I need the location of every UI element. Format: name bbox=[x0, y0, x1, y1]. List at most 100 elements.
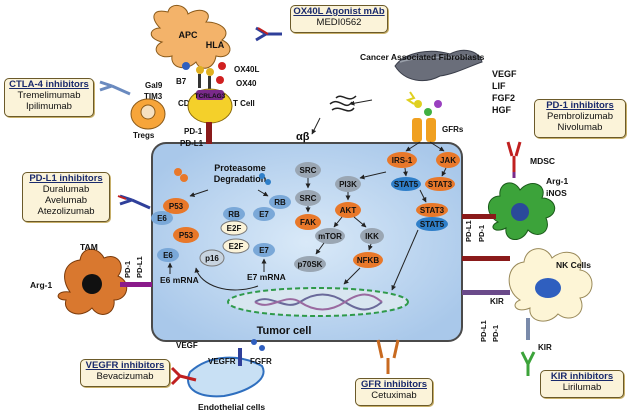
mdsc-pdl1-label: PD-L1 bbox=[464, 220, 473, 242]
stat5-dimer bbox=[416, 217, 448, 231]
stat3-label: STAT3 bbox=[428, 180, 453, 189]
arrow-stat5-dimer bbox=[419, 189, 427, 203]
tregs-label: Tregs bbox=[133, 131, 155, 140]
pdl1-box-item-1: Avelumab bbox=[44, 195, 88, 206]
gfr-box-heading: GFR inhibitors bbox=[361, 379, 427, 390]
proteasome-label-2: Degradation bbox=[214, 174, 267, 184]
mdsc-arg1-label: Arg-1 bbox=[546, 176, 568, 186]
e2f-label: E2F bbox=[227, 224, 242, 233]
src-node bbox=[295, 162, 321, 178]
tam-arg1-label: Arg-1 bbox=[30, 280, 52, 290]
kir-antibody bbox=[520, 351, 536, 376]
nk-tumor-link-2 bbox=[462, 256, 510, 261]
gf-star bbox=[405, 91, 416, 105]
vegfr-box-heading: VEGFR inhibitors bbox=[85, 360, 165, 371]
nk-label: NK Cells bbox=[556, 260, 591, 270]
pdl1-box-item-2: Atezolizumab bbox=[37, 206, 95, 217]
mdsc-inos-label: iNOS bbox=[546, 188, 567, 198]
tcr-lag3-label: TCRLAG3 bbox=[195, 93, 226, 100]
endothelial-cell bbox=[187, 356, 265, 398]
tam-tumor-link bbox=[120, 282, 152, 287]
gfr-box-item-0: Cetuximab bbox=[371, 390, 417, 401]
mdsc-label: MDSC bbox=[530, 156, 555, 166]
integrin-label: αβ bbox=[296, 131, 310, 143]
fak-node bbox=[295, 214, 321, 230]
dna-helix-strand bbox=[254, 293, 383, 311]
stat5-dimer-label: STAT5 bbox=[420, 220, 445, 229]
apc-cell bbox=[150, 5, 231, 69]
tim3-label: TIM3 bbox=[144, 92, 163, 101]
irs1-label: IRS-1 bbox=[392, 156, 413, 165]
ox40l-box-heading: OX40L Agonist mAb bbox=[293, 6, 385, 17]
akt-label: AKT bbox=[340, 206, 357, 215]
hla-ligand bbox=[196, 66, 204, 74]
pd1-box-heading: PD-1 inhibitors bbox=[546, 100, 614, 111]
e6-mrna-label: E6 mRNA bbox=[160, 275, 199, 285]
stat3-node bbox=[425, 177, 455, 191]
akt-node bbox=[335, 202, 361, 218]
kir-label: KIR bbox=[490, 297, 504, 306]
tcr-lag3-receptor bbox=[196, 90, 224, 100]
proteasome-fragment bbox=[174, 168, 182, 176]
p16-node bbox=[199, 249, 225, 267]
hla-label: HLA bbox=[206, 40, 225, 50]
mdsc-pd1-label: PD-1 bbox=[477, 225, 486, 242]
nk-pd1-label: PD-1 bbox=[491, 325, 500, 342]
pd1-box-item-0: Pembrolizumab bbox=[547, 111, 613, 122]
nk-pdl1-label: PD-L1 bbox=[479, 320, 488, 342]
e2f-label-2: E2F bbox=[229, 242, 244, 251]
e6-node-2 bbox=[157, 248, 179, 262]
gfr-inhibitor-box: GFR inhibitors Cetuximab bbox=[355, 378, 433, 406]
arrow-akt-ikk bbox=[353, 216, 367, 228]
ctla4-antibody bbox=[99, 80, 131, 96]
src-label-2: SRC bbox=[300, 194, 317, 203]
tam-nucleus bbox=[82, 274, 102, 294]
ctla4-box-item-0: Tremelimumab bbox=[17, 90, 81, 101]
gfr-antibody bbox=[376, 339, 400, 374]
stat5-node bbox=[391, 177, 421, 191]
gfr-receptor-2 bbox=[426, 118, 436, 142]
gf-molecule-3 bbox=[434, 100, 442, 108]
p53-label: P53 bbox=[169, 202, 184, 211]
proteasome-fragment-4 bbox=[265, 179, 271, 185]
pdl1-box-heading: PD-L1 inhibitors bbox=[29, 173, 103, 184]
irs1-node bbox=[387, 152, 417, 168]
ox40l-box-item-0: MEDI0562 bbox=[316, 17, 362, 28]
arrow-p53 bbox=[189, 189, 209, 197]
vegfr-receptor bbox=[238, 348, 242, 366]
gal9-label: Gal9 bbox=[145, 81, 163, 90]
caf-arrow bbox=[349, 99, 373, 106]
apc-label: APC bbox=[178, 30, 198, 40]
vegfr-box-item-0: Bevacizumab bbox=[96, 371, 154, 382]
hla-ligand-2 bbox=[206, 68, 214, 76]
rb-node bbox=[223, 207, 245, 221]
pd1-box-item-1: Nivolumab bbox=[557, 122, 603, 133]
mdsc-tumor-link bbox=[462, 214, 496, 219]
pi3k-label: PI3K bbox=[339, 180, 357, 189]
jak-label: JAK bbox=[440, 156, 456, 165]
src-label: SRC bbox=[300, 166, 317, 175]
fgf-molecule-2 bbox=[259, 345, 265, 351]
fgfr-label: FGFR bbox=[250, 357, 272, 366]
tumor-cell-label: Tumor cell bbox=[257, 325, 312, 337]
tregs-nucleus bbox=[140, 104, 156, 120]
vegf-label: VEGF bbox=[176, 341, 198, 350]
vegfr-label: VEGFR bbox=[208, 357, 236, 366]
tumor-cell bbox=[151, 142, 463, 342]
nfkb-node bbox=[353, 252, 383, 268]
b7-ligand bbox=[182, 62, 190, 70]
kir-box-heading: KIR inhibitors bbox=[550, 371, 614, 382]
arrow-stat-dna bbox=[391, 229, 419, 291]
b7-label: B7 bbox=[176, 77, 187, 86]
vegfr-inhibitor-box: VEGFR inhibitors Bevacizumab bbox=[80, 359, 170, 387]
rb-label-2: RB bbox=[274, 198, 286, 207]
ctla4-inhibitor-box: CTLA-4 inhibitors Tremelimumab Ipilimuma… bbox=[4, 78, 94, 117]
arrow-nfkb-dna bbox=[343, 267, 361, 285]
e2f-node-2 bbox=[222, 238, 250, 254]
arrow-ikk-nfkb bbox=[368, 243, 373, 251]
src-node-2 bbox=[295, 190, 321, 206]
e7-label: E7 bbox=[259, 210, 269, 219]
pdl1-box-item-0: Duralumab bbox=[42, 184, 90, 195]
ctla4-box-heading: CTLA-4 inhibitors bbox=[9, 79, 89, 90]
growth-factor-0: VEGF bbox=[492, 69, 517, 79]
